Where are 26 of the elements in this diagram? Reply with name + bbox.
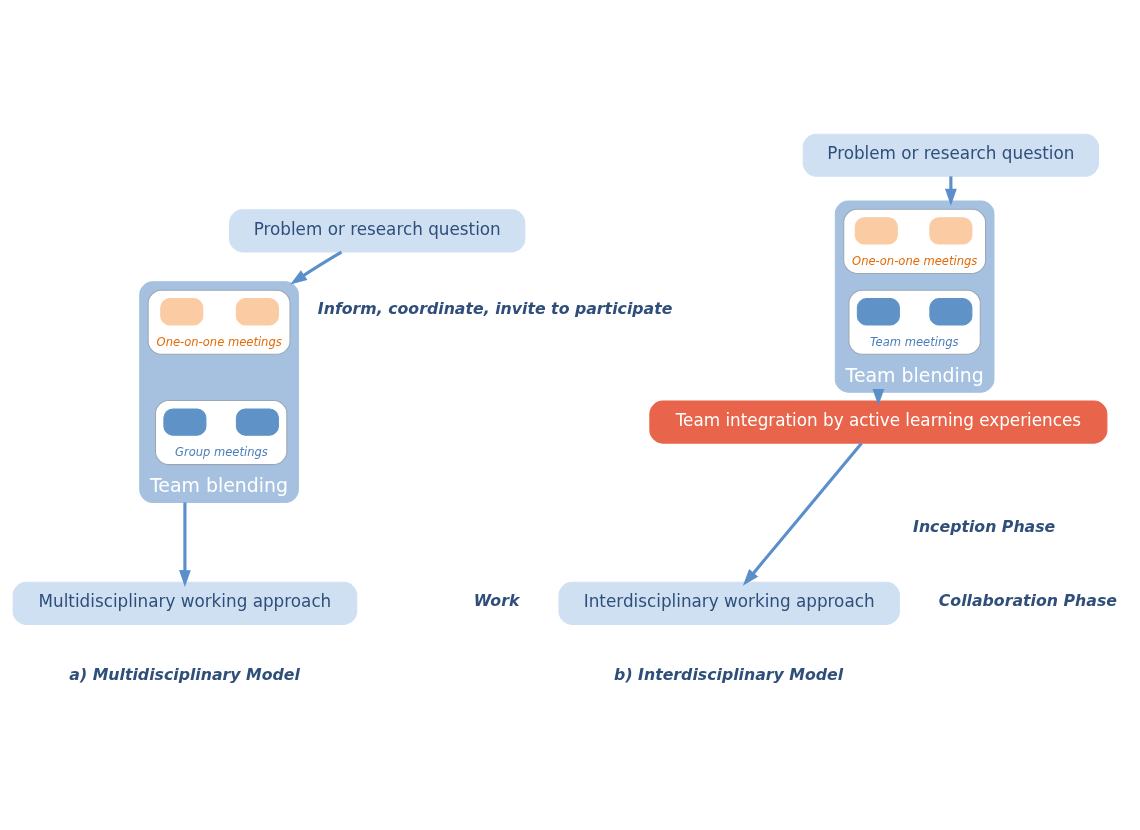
node-box: Interdisciplinary working approach bbox=[558, 581, 900, 625]
label: a) Multidisciplinary Model bbox=[69, 664, 300, 684]
node-box: Problem or research question bbox=[802, 133, 1100, 177]
label: Inception Phase bbox=[913, 517, 1056, 537]
node-box bbox=[160, 298, 204, 326]
node-box bbox=[856, 298, 900, 326]
node-box bbox=[163, 408, 207, 436]
node-box bbox=[929, 217, 973, 245]
label: Inform, coordinate, invite to participate bbox=[317, 299, 673, 319]
label: Work bbox=[473, 590, 520, 610]
node-box: Problem or research question bbox=[229, 209, 526, 253]
label: b) Interdisciplinary Model bbox=[614, 664, 844, 684]
node-box bbox=[235, 408, 279, 436]
arrow bbox=[742, 442, 863, 586]
label: Collaboration Phase bbox=[938, 590, 1117, 610]
cluster: One-on-one meetings bbox=[147, 289, 291, 355]
node-box: Team integration by active learning experiences bbox=[649, 400, 1108, 444]
arrow bbox=[290, 250, 343, 285]
node-box bbox=[854, 217, 898, 245]
node-box bbox=[929, 298, 973, 326]
node-box bbox=[235, 298, 279, 326]
cluster: Team meetings bbox=[848, 289, 981, 355]
arrow bbox=[179, 502, 191, 587]
cluster: Group meetings bbox=[154, 400, 288, 466]
node-box: Multidisciplinary working approach bbox=[12, 581, 358, 625]
cluster: One-on-one meetings bbox=[843, 208, 987, 274]
